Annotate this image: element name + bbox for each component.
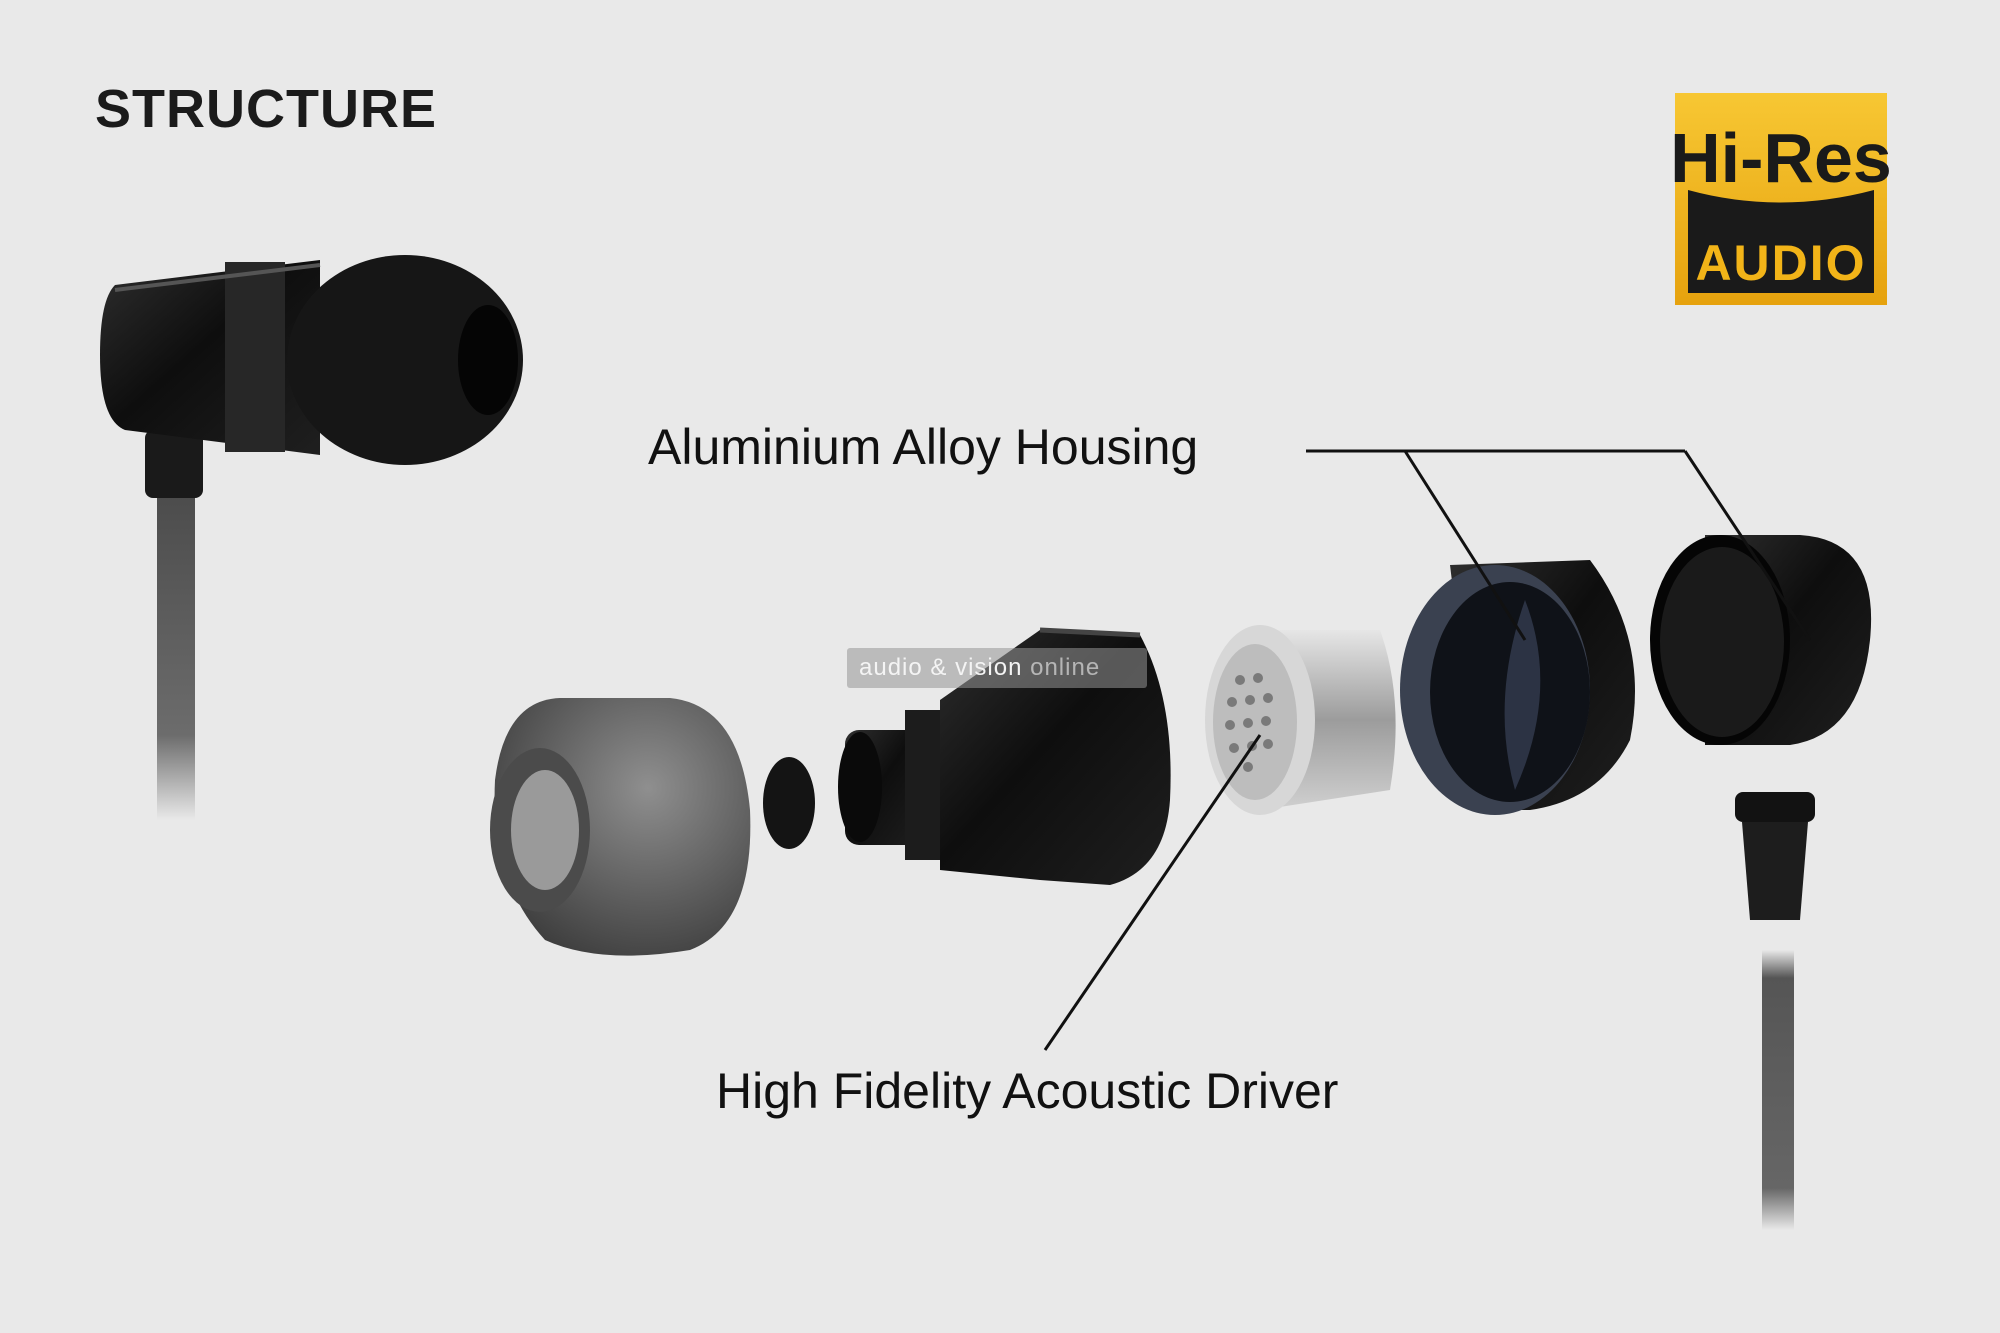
watermark-text-online: online bbox=[1030, 654, 1101, 681]
callout-housing-label: Aluminium Alloy Housing bbox=[648, 419, 1199, 475]
filter-disc-icon bbox=[763, 757, 815, 849]
page-title: STRUCTURE bbox=[95, 79, 437, 139]
back-cap-icon bbox=[1650, 535, 1872, 745]
callout-driver-label: High Fidelity Acoustic Driver bbox=[716, 1063, 1339, 1119]
cable-icon bbox=[1762, 950, 1794, 1230]
hi-res-audio-logo: Hi-Res AUDIO bbox=[1670, 93, 1892, 305]
assembled-earphone-icon bbox=[100, 255, 523, 820]
front-housing-icon bbox=[838, 627, 1171, 885]
badge-line2: AUDIO bbox=[1695, 235, 1866, 291]
watermark: audio & vision online bbox=[847, 648, 1147, 688]
ear-tip-icon bbox=[490, 698, 751, 956]
acoustic-driver-icon bbox=[1205, 625, 1396, 815]
strain-relief-icon bbox=[1735, 792, 1815, 1230]
badge-line1: Hi-Res bbox=[1670, 119, 1892, 197]
leader-lines bbox=[1043, 449, 1812, 1051]
rear-housing-icon bbox=[1400, 560, 1635, 815]
watermark-text: audio & vision bbox=[859, 654, 1023, 681]
